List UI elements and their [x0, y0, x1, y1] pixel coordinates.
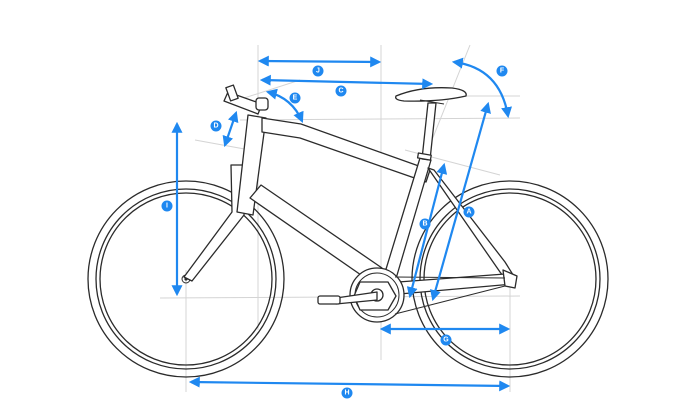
badge-f: F [496, 65, 508, 77]
badge-i: I [161, 200, 173, 212]
badge-h-letter: H [344, 390, 349, 397]
dimension-line-h [188, 376, 511, 392]
dimension-line-d [222, 110, 239, 148]
head-tube [236, 114, 267, 216]
drivetrain [317, 267, 506, 323]
badge-b-letter: B [422, 221, 427, 228]
badge-c-letter: C [338, 88, 343, 95]
badge-h: H [341, 387, 353, 399]
cockpit [223, 84, 269, 115]
pedal [317, 295, 341, 305]
badge-e: E [289, 92, 301, 104]
badge-f-letter: F [500, 68, 505, 75]
seatpost [421, 102, 437, 161]
badge-b: B [419, 218, 431, 230]
dimension-line-a [430, 101, 491, 302]
guide-stem-line [194, 139, 251, 151]
badge-c: C [335, 85, 347, 97]
dimension-line-e [265, 88, 304, 124]
dimension-line-c [259, 74, 434, 90]
front-fork [183, 164, 247, 282]
dimension-line-b [406, 162, 448, 299]
dimension-line-j [257, 55, 382, 68]
top-tube [261, 117, 431, 183]
steerer-cap [255, 97, 269, 111]
seat-assembly [395, 87, 467, 161]
handlebar-clamp [225, 84, 239, 102]
badge-d: D [210, 120, 222, 132]
badge-e-letter: E [293, 95, 298, 102]
badge-a: A [463, 206, 475, 218]
badge-d-letter: D [213, 123, 218, 130]
front-wheel [87, 180, 285, 378]
dimension-line-f [451, 57, 512, 119]
badge-a-letter: A [466, 209, 471, 216]
badge-i-letter: I [166, 203, 168, 210]
down-tube [249, 184, 383, 285]
badge-j: J [312, 65, 324, 77]
rear-dropout [502, 269, 518, 289]
saddle [395, 87, 467, 102]
badge-g-letter: G [443, 337, 449, 344]
badge-j-letter: J [316, 68, 320, 75]
dimension-lines [171, 55, 512, 392]
guide-top-line [239, 117, 521, 121]
badge-g: G [440, 334, 452, 346]
dimension-badges: A B C D E F G H [161, 65, 508, 399]
